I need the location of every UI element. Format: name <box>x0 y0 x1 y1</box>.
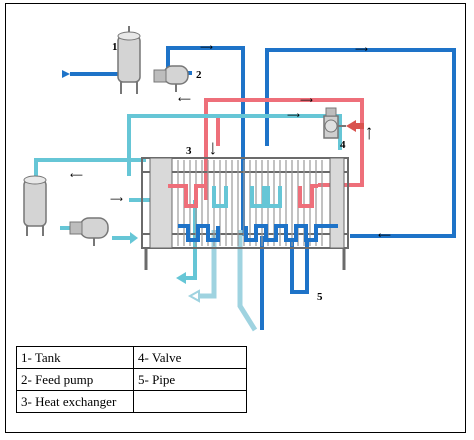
legend-cell: 5- Pipe <box>133 368 247 391</box>
tank-icon <box>117 26 141 94</box>
svg-text:⟶: ⟶ <box>110 195 123 205</box>
legend-cell: 1- Tank <box>16 346 134 369</box>
valve-icon <box>323 107 346 139</box>
legend-cell: 4- Valve <box>133 346 247 369</box>
svg-text:⟶: ⟶ <box>287 111 300 121</box>
label-tank: 1 <box>112 41 118 53</box>
svg-text:⟶: ⟶ <box>207 142 217 155</box>
legend-table: 1- Tank 4- Valve 2- Feed pump 5- Pipe 3-… <box>16 346 247 413</box>
light-outlet-down <box>237 230 258 332</box>
svg-text:⟶: ⟶ <box>300 96 313 106</box>
label-feed-pump: 2 <box>196 69 202 81</box>
outlet-light-pipes <box>198 230 258 332</box>
feed-pump-left-icon <box>69 217 109 246</box>
legend-row: 1- Tank 4- Valve <box>16 346 247 369</box>
cooling-upper <box>127 114 342 176</box>
cooling-pipes <box>34 114 342 280</box>
svg-text:⟶: ⟶ <box>365 127 375 140</box>
label-valve: 4 <box>340 139 346 151</box>
cyan-outlet-arrow-icon <box>176 272 186 284</box>
label-heat-exchanger: 3 <box>186 145 192 157</box>
svg-text:⟵: ⟵ <box>178 95 191 105</box>
valve-arrow-icon <box>346 120 356 132</box>
inlet-arrow-icon <box>62 70 70 78</box>
pipe-5 <box>290 238 309 294</box>
svg-text:⟶: ⟶ <box>355 45 368 55</box>
cyan-inlet-arrow-icon <box>130 232 138 244</box>
light-outlet-arrow-icon <box>187 289 200 303</box>
tank-return-pipe <box>34 158 146 178</box>
tank-left-icon <box>23 175 47 236</box>
legend-cell <box>133 390 247 413</box>
feed-pump-icon <box>153 65 189 92</box>
flow-arrows: ⟶ ⟶ ⟵ ⟶ ⟶ ⟵ ⟶ ⟵ ⟶ ⟶ <box>70 43 391 241</box>
light-outlet-left <box>198 230 217 299</box>
exchanger-loops <box>168 184 338 242</box>
return-loop-pipe <box>265 48 456 238</box>
legend-cell: 2- Feed pump <box>16 368 134 391</box>
legend-row: 2- Feed pump 5- Pipe <box>16 368 247 391</box>
svg-text:⟶: ⟶ <box>200 43 213 53</box>
hot-loop-valve-branch <box>216 114 333 146</box>
cooling-down-left <box>183 200 197 280</box>
svg-text:⟵: ⟵ <box>378 231 391 241</box>
label-pipe: 5 <box>317 291 323 303</box>
legend-cell: 3- Heat exchanger <box>16 390 134 413</box>
legend-row: 3- Heat exchanger <box>16 390 247 413</box>
svg-text:⟵: ⟵ <box>70 171 83 181</box>
